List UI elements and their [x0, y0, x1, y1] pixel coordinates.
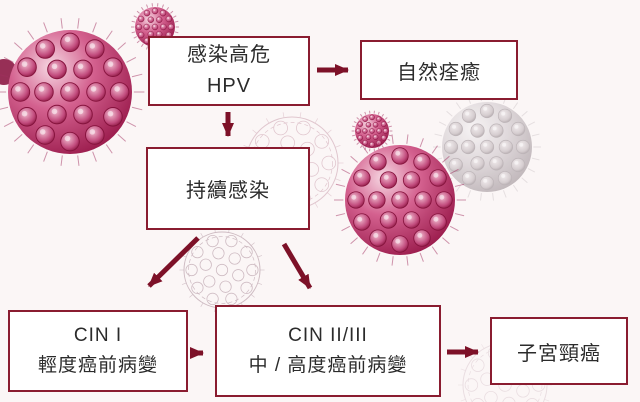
arrow-persist-to-cin23 [281, 242, 313, 290]
box-cervical-cancer-label: 子宮頸癌 [517, 342, 601, 365]
box-hpv-infection-line2: HPV [206, 75, 252, 97]
box-persistent-infection-label: 持續感染 [186, 180, 270, 202]
box-natural-recovery-label: 自然痊癒 [397, 61, 481, 84]
box-cin1-line2: 輕度癌前病變 [37, 355, 158, 376]
box-cin1-mild-lesion: CIN I 輕度癌前病變 [8, 310, 188, 392]
box-cin1-line1: CIN I [73, 324, 123, 346]
box-natural-recovery: 自然痊癒 [360, 40, 518, 100]
box-cin23-line2: 中 / 高度癌前病變 [248, 355, 408, 376]
box-hpv-infection: 感染高危 HPV [148, 36, 310, 106]
arrow-persist-to-cin1 [147, 236, 200, 288]
box-cin2-3-severe-lesion: CIN II/III 中 / 高度癌前病變 [215, 305, 441, 397]
box-hpv-infection-line1: 感染高危 [187, 44, 271, 66]
box-cin23-line1: CIN II/III [288, 324, 368, 346]
box-persistent-infection: 持續感染 [146, 147, 310, 230]
box-cervical-cancer: 子宮頸癌 [490, 317, 628, 385]
